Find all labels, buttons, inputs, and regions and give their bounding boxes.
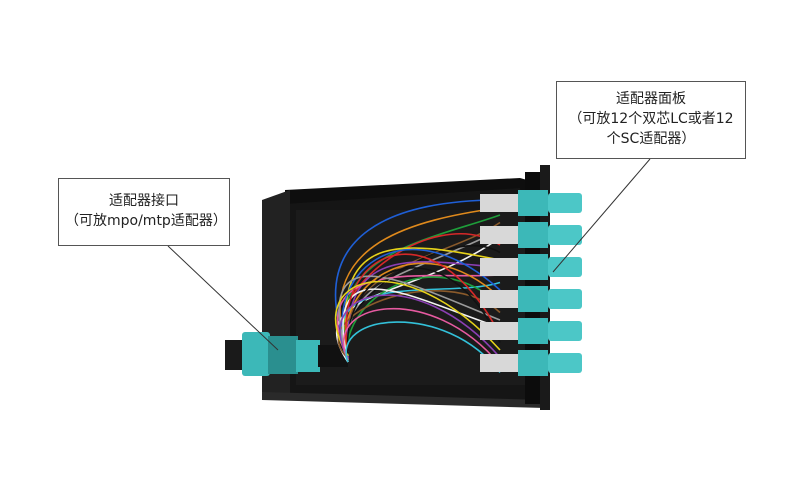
callout-adapter-interface: 适配器接口 （可放mpo/mtp适配器）	[58, 178, 230, 246]
callout-right-note-2: 个SC适配器）	[606, 131, 696, 147]
leader-line-left	[167, 245, 279, 351]
lc-adapter	[480, 350, 582, 376]
fiber-bundle	[334, 199, 501, 373]
fiber-strand	[342, 288, 501, 363]
callout-left-title: 适配器接口	[109, 193, 179, 209]
callout-left-note: （可放mpo/mtp适配器）	[65, 213, 227, 229]
fiber-strand	[334, 280, 501, 357]
fiber-strand	[338, 275, 501, 361]
fiber-strand	[345, 321, 501, 373]
fiber-strand	[339, 206, 501, 355]
mpo-adapter	[225, 332, 348, 376]
leader-line-right	[552, 158, 651, 273]
fiber-strand	[345, 253, 501, 353]
lc-adapter	[480, 254, 582, 280]
callout-right-note-1: （可放12个双芯LC或者12	[568, 111, 734, 127]
callout-right-title: 适配器面板	[616, 91, 686, 107]
lc-adapter	[480, 222, 582, 248]
fiber-strand	[337, 290, 501, 359]
fiber-strand	[346, 276, 501, 357]
box-front-edge	[262, 392, 545, 408]
lc-adapter	[480, 318, 582, 344]
fiber-strand	[339, 294, 501, 359]
callout-adapter-panel: 适配器面板 （可放12个双芯LC或者12 个SC适配器）	[556, 81, 746, 159]
lc-adapter	[480, 190, 582, 216]
fiber-strand	[346, 267, 501, 355]
adapter-panel	[480, 165, 582, 410]
fiber-strand	[342, 307, 501, 366]
lc-adapter	[480, 286, 582, 312]
